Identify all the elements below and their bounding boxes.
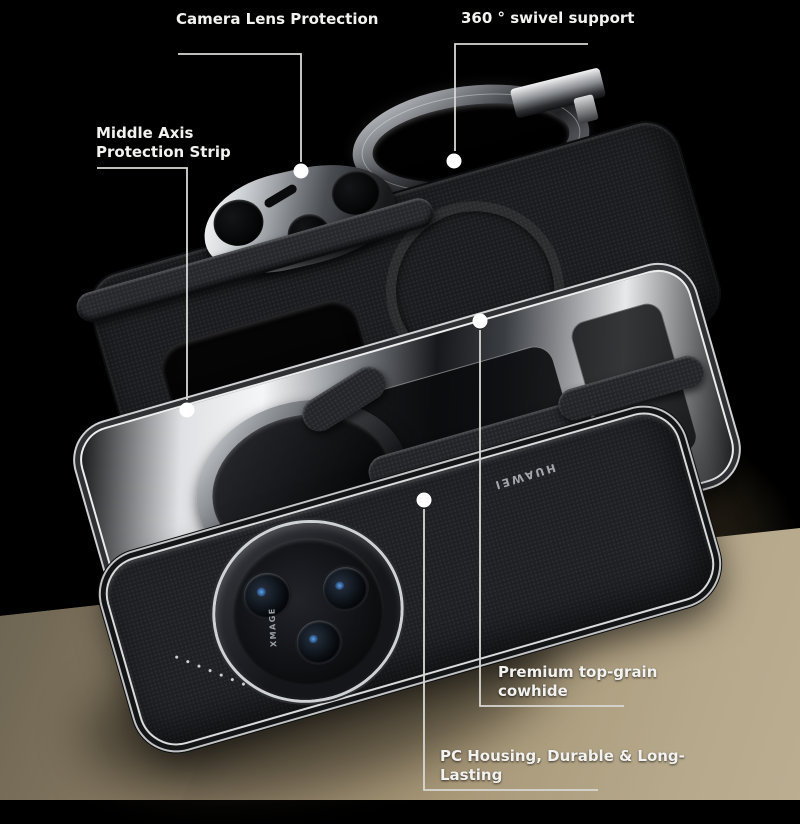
product-scene: XMAGE HUAWEI Camera Lens Protection 360 … [0, 9, 800, 824]
phone-lens-2 [318, 562, 372, 615]
label-swivel-support: 360 ° swivel support [461, 9, 635, 27]
label-camera-lens-protection: Camera Lens Protection [176, 10, 379, 28]
phone-lens-3 [291, 615, 346, 668]
label-premium-cowhide: Premium top-grain cowhide [498, 663, 658, 701]
flash-slot [262, 182, 299, 210]
label-middle-axis: Middle Axis Protection Strip [96, 124, 231, 162]
label-pc-housing: PC Housing, Durable & Long- Lasting [440, 747, 685, 785]
phone-camera-disc: XMAGE [214, 520, 402, 703]
